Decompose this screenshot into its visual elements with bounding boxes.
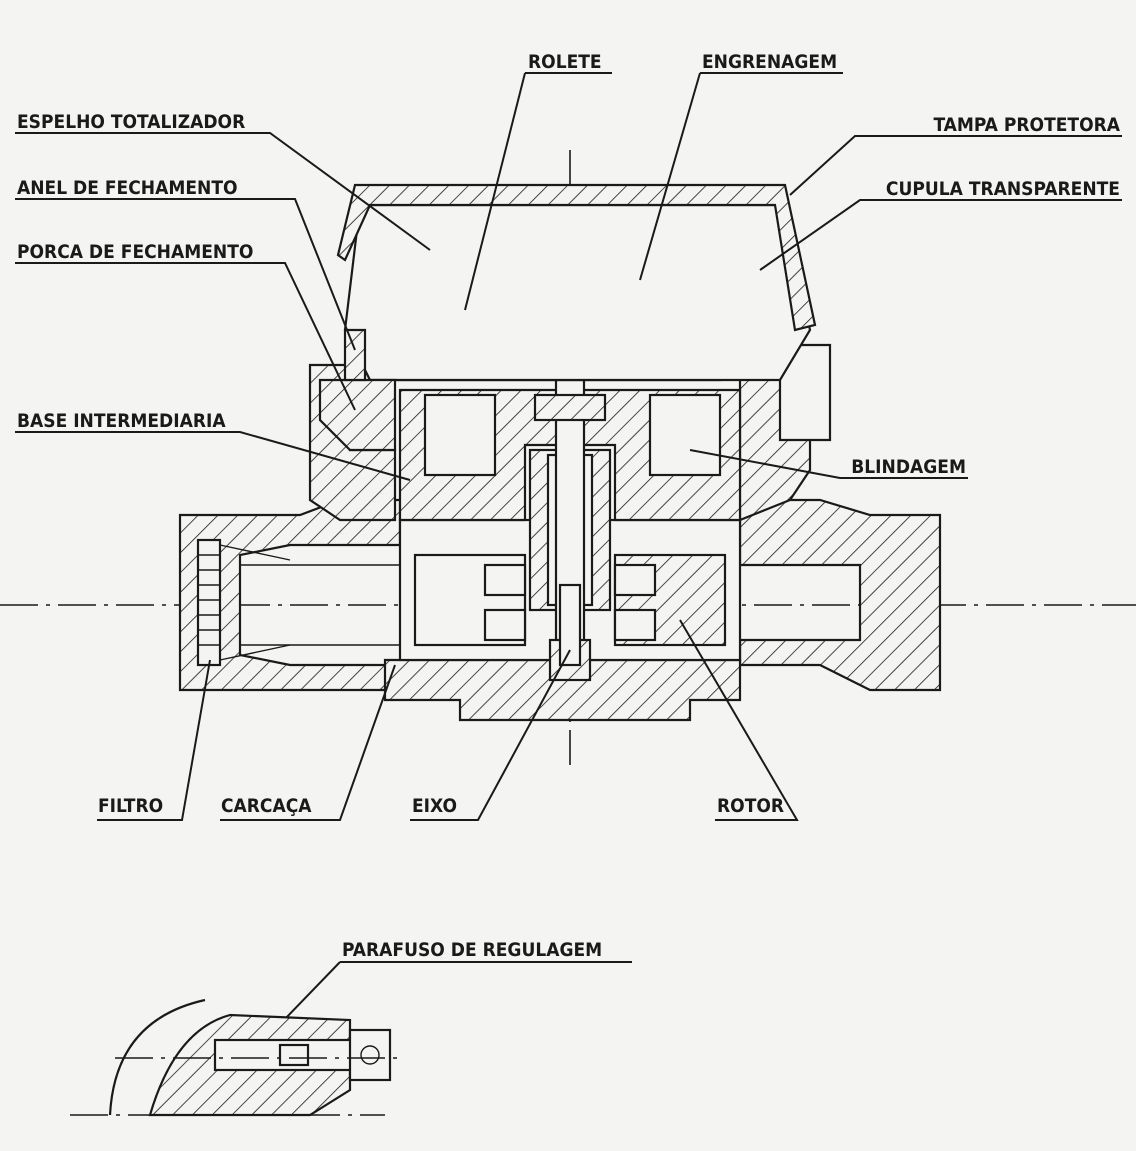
label-eixo: EIXO <box>412 795 457 817</box>
filter-screen <box>196 538 291 667</box>
label-porca-de-fechamento: PORCA DE FECHAMENTO <box>17 241 253 263</box>
label-tampa-protetora: TAMPA PROTETORA <box>933 114 1120 136</box>
rotor <box>413 553 727 647</box>
label-base-intermediaria: BASE INTERMEDIARIA <box>17 410 226 432</box>
label-rotor: ROTOR <box>717 795 784 817</box>
closing-ring-nut <box>318 328 397 452</box>
label-espelho-totalizador: ESPELHO TOTALIZADOR <box>17 111 245 133</box>
labels: ROLETE ENGRENAGEM ESPELHO TOTALIZADOR TA… <box>17 51 1121 961</box>
label-rolete: ROLETE <box>528 51 602 73</box>
label-filtro: FILTRO <box>98 795 163 817</box>
label-engrenagem: ENGRENAGEM <box>702 51 837 73</box>
label-blindagem: BLINDAGEM <box>851 456 966 478</box>
label-carcaca: CARCAÇA <box>221 795 312 817</box>
label-parafuso-de-regulagem: PARAFUSO DE REGULAGEM <box>342 939 602 961</box>
intermediate-base <box>398 388 742 522</box>
label-cupula-transparente: CUPULA TRANSPARENTE <box>886 178 1120 200</box>
label-anel-de-fechamento: ANEL DE FECHAMENTO <box>17 177 238 199</box>
transparent-dome <box>336 183 817 382</box>
adjustment-screw-detail <box>70 998 400 1117</box>
